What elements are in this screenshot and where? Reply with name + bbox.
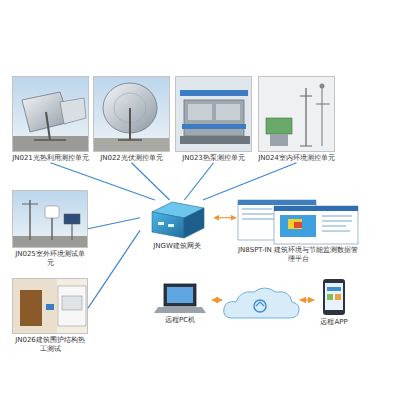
- node-label: JN025室外环境测试单元: [12, 250, 88, 268]
- gateway-device: [152, 202, 204, 238]
- link-arrows: [212, 299, 314, 300]
- solar-dish-photo: [94, 83, 169, 151]
- wall-test-photo: [13, 279, 86, 333]
- photo-unit-box: JN022光伏测控单元: [93, 76, 170, 163]
- photo-frames: [13, 77, 335, 334]
- photo-unit-box: JN025室外环境测试单元: [12, 190, 88, 268]
- connector-line: [51, 163, 155, 200]
- photo-unit-box: JN026建筑围护结构热工测试: [12, 278, 88, 354]
- node-label: JN023热泵测控单元: [175, 154, 252, 163]
- node-label: JNGW建筑网关: [140, 242, 214, 251]
- connector-line: [203, 163, 297, 200]
- node-label: JN8SPT-IN 建筑环境与节能监测数据管理平台: [236, 246, 360, 264]
- connector-line: [88, 218, 140, 229]
- gateway-box: JNGW建筑网关: [140, 200, 214, 251]
- connector-line: [214, 217, 236, 218]
- trough-collector-photo: [13, 92, 88, 151]
- cloud-icon: [224, 288, 299, 318]
- node-label: JN024室内环境测控单元: [258, 154, 335, 163]
- node-label: JN021光热利用测控单元: [12, 154, 89, 163]
- node-label: 远程PC机: [150, 316, 210, 325]
- software-screenshots: [238, 200, 358, 244]
- connector-line: [88, 230, 140, 308]
- photo-unit-box: JN024室内环境测控单元: [258, 76, 335, 163]
- node-label: JN022光伏测控单元: [93, 154, 170, 163]
- phone-icon: [323, 279, 345, 315]
- platform-box: JN8SPT-IN 建筑环境与节能监测数据管理平台: [236, 198, 360, 264]
- connector-line: [184, 163, 213, 200]
- remote-app-box: 远程APP: [312, 278, 356, 327]
- node-label: JN026建筑围护结构热工测试: [12, 336, 88, 354]
- laptop-icon: [154, 284, 206, 313]
- connector-line: [132, 163, 170, 200]
- weather-station-photo: [13, 200, 87, 247]
- remote-pc-box: 远程PC机: [150, 282, 210, 325]
- heat-pump-photo: [180, 90, 250, 144]
- photo-unit-box: JN021光热利用测控单元: [12, 76, 89, 163]
- indoor-sensor-photo: [266, 84, 330, 147]
- node-label: 远程APP: [312, 318, 356, 327]
- photo-unit-box: JN023热泵测控单元: [175, 76, 252, 163]
